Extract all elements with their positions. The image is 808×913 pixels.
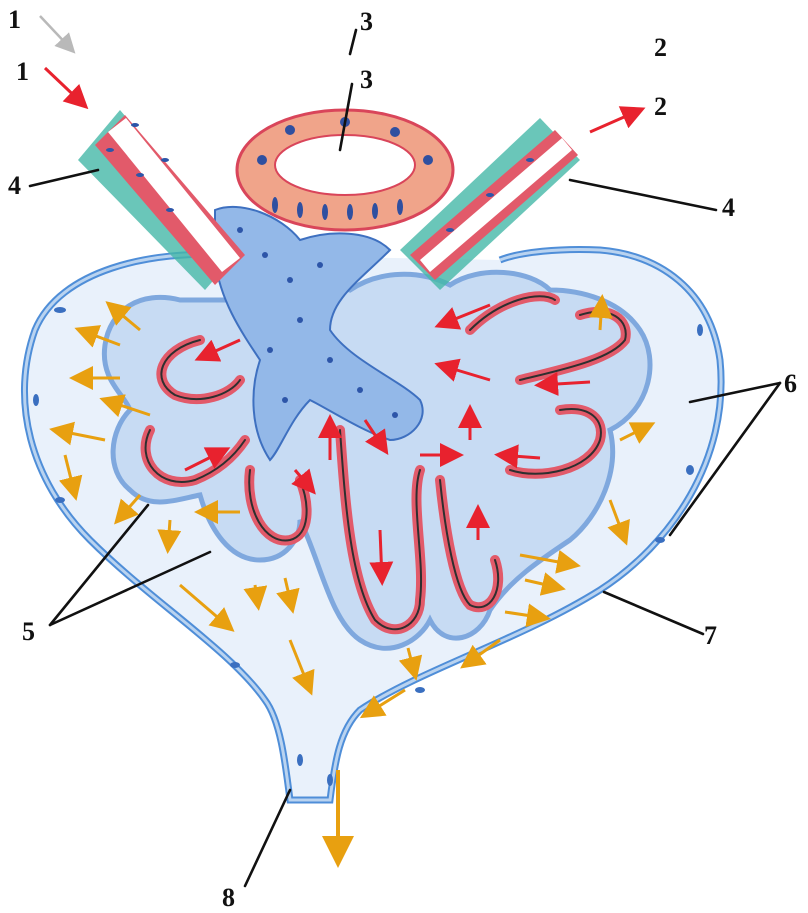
- label-8: 8: [222, 883, 235, 912]
- afferent-inflow-arrow: [45, 68, 84, 105]
- faint-inflow-arrow: [40, 16, 72, 50]
- label-4-left: 4: [8, 171, 21, 200]
- filtrate-arrow: [168, 520, 170, 548]
- label-6: 6: [784, 369, 797, 398]
- label-1-ghost: 1: [8, 5, 21, 34]
- leader-3-ghost: [350, 30, 356, 54]
- label-2-ghost: 2: [654, 33, 667, 62]
- label-5: 5: [22, 617, 35, 646]
- tubule-lumen: [275, 135, 415, 195]
- leader-4-left: [30, 170, 98, 186]
- capillary-arrow: [380, 530, 382, 580]
- label-4-right: 4: [722, 193, 735, 222]
- leader-7: [604, 592, 703, 634]
- label-3-ghost: 3: [360, 7, 373, 36]
- filtrate-arrow: [600, 300, 602, 330]
- label-1: 1: [16, 57, 29, 86]
- leader-8: [245, 790, 290, 886]
- label-2: 2: [654, 92, 667, 121]
- efferent-outflow-arrow: [590, 110, 640, 132]
- leader-4-right: [570, 180, 716, 210]
- label-7: 7: [704, 621, 717, 650]
- label-3: 3: [360, 65, 373, 94]
